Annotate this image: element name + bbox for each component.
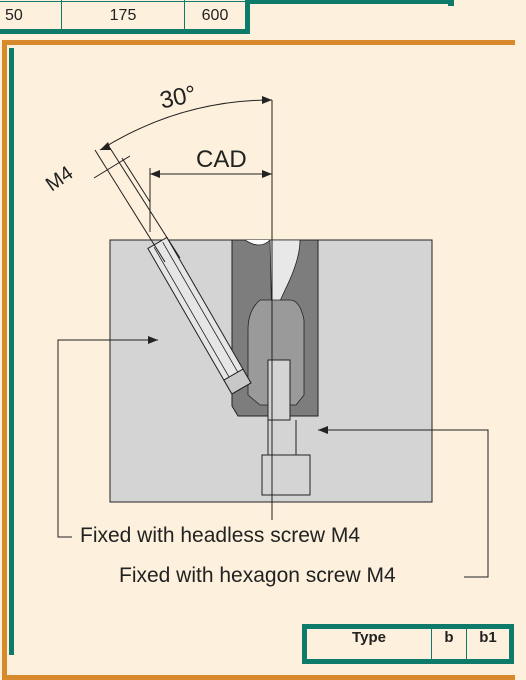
thread-line [153, 246, 236, 389]
headless-screw [147, 236, 252, 395]
table-cell: 175 [61, 1, 185, 30]
frame-accent-left [9, 48, 14, 655]
table-cell: 600 [184, 1, 246, 30]
arrow-icon [148, 336, 158, 344]
table-cell: 50 [0, 1, 62, 30]
extension-line [94, 149, 166, 263]
headless-leader [57, 339, 158, 538]
thread-line [162, 241, 245, 384]
headless-screw-tip [223, 368, 252, 395]
table-row: 50 175 600 [0, 1, 246, 30]
dimension-table-top: 50 175 600 [0, 0, 250, 34]
angle-arc [99, 99, 273, 151]
arrow-icon [100, 142, 111, 150]
extension-line [121, 157, 151, 203]
frame-accent-right [448, 0, 454, 6]
headless-screw-callout: Fixed with headless screw M4 [80, 524, 361, 547]
arrow-icon [318, 426, 328, 434]
arrow-icon [262, 96, 272, 104]
hexagon-screw-callout: Fixed with hexagon screw M4 [119, 564, 396, 587]
technical-drawing [57, 96, 489, 578]
m4-leader [93, 155, 131, 179]
hexagon-leader [318, 429, 489, 578]
cad-label: CAD [196, 146, 247, 173]
extension-line [109, 147, 181, 259]
arrow-icon [150, 170, 160, 178]
arrow-icon [262, 170, 272, 178]
hex-screw-head [261, 454, 311, 496]
frame-accent-top [248, 0, 448, 4]
dimension-table-bottom: Type b b1 [302, 624, 514, 664]
hex-screw-shank [267, 359, 291, 421]
pocket-notch [244, 239, 271, 246]
